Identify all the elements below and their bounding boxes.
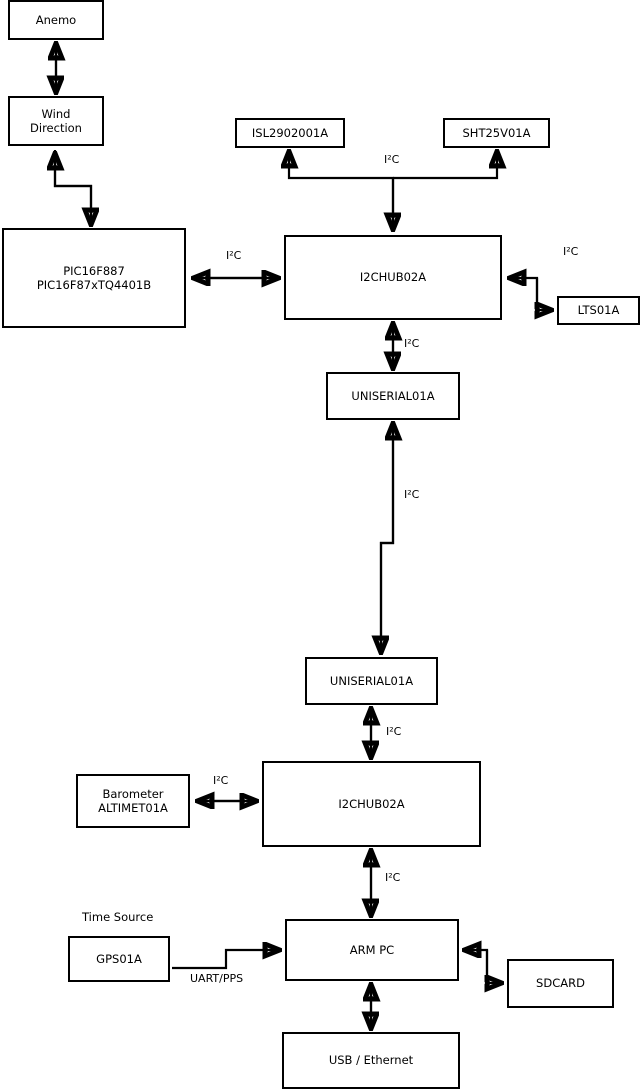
connector-hubtop-lts	[510, 278, 551, 310]
node-arm-pc-label: ARM PC	[349, 942, 395, 957]
node-arm-pc[interactable]: ARM PC	[285, 919, 459, 981]
edge-label-hub-sensors: I²C	[384, 153, 400, 166]
edge-label-barometer-hub2: I²C	[213, 774, 229, 787]
connector-gps-armpc	[172, 950, 279, 970]
node-uniserial01a-upper[interactable]: UNISERIAL01A	[326, 372, 460, 420]
connector-pic-wind	[55, 150, 91, 224]
node-wind-direction[interactable]: Wind Direction	[8, 96, 104, 146]
node-barometer-altimet01a-label: Barometer ALTIMET01A	[98, 786, 168, 815]
node-pic16f887[interactable]: PIC16F887 PIC16F87xTQ4401B	[2, 228, 186, 328]
node-anemo-label: Anemo	[35, 12, 77, 27]
node-uniserial01a-upper-label: UNISERIAL01A	[351, 388, 435, 403]
node-pic16f887-label: PIC16F887 PIC16F87xTQ4401B	[36, 263, 152, 292]
node-usb-ethernet-label: USB / Ethernet	[328, 1053, 414, 1068]
node-gps01a-label: GPS01A	[96, 951, 142, 966]
node-sdcard-label: SDCARD	[536, 976, 585, 991]
edge-label-hub-uniserial: I²C	[404, 337, 420, 350]
node-gps01a[interactable]: GPS01A	[68, 936, 170, 982]
edge-label-hub-lts: I²C	[563, 245, 579, 258]
node-i2chub02a-top-label: I2CHUB02A	[359, 270, 427, 285]
label-time-source: Time Source	[82, 910, 154, 924]
edge-label-gps-armpc: UART/PPS	[190, 972, 244, 985]
node-lts01a-label: LTS01A	[577, 303, 620, 318]
node-sdcard[interactable]: SDCARD	[507, 959, 614, 1008]
edge-label-hub2-armpc: I²C	[385, 871, 401, 884]
node-wind-direction-label: Wind Direction	[30, 106, 82, 135]
node-lts01a[interactable]: LTS01A	[557, 296, 640, 325]
node-i2chub02a-bottom[interactable]: I2CHUB02A	[262, 761, 481, 847]
connector-hubtop-sensors	[289, 152, 497, 229]
node-sht25v01a-label: SHT25V01A	[462, 125, 531, 140]
node-i2chub02a-bottom-label: I2CHUB02A	[338, 796, 405, 811]
node-sht25v01a[interactable]: SHT25V01A	[443, 118, 550, 148]
node-uniserial01a-lower[interactable]: UNISERIAL01A	[305, 657, 438, 705]
edge-label-uniserial2-hub2: I²C	[386, 725, 402, 738]
edge-label-uniserial-link: I²C	[404, 488, 420, 501]
node-uniserial01a-lower-label: UNISERIAL01A	[329, 673, 414, 688]
connector-armpc-sdcard	[465, 950, 501, 983]
edge-label-pic-hub: I²C	[226, 249, 242, 262]
node-isl2902001a-label: ISL2902001A	[251, 125, 329, 140]
node-anemo[interactable]: Anemo	[8, 0, 104, 40]
node-barometer-altimet01a[interactable]: Barometer ALTIMET01A	[76, 774, 190, 828]
node-i2chub02a-top[interactable]: I2CHUB02A	[284, 235, 502, 320]
connector-uniserial-link	[381, 424, 393, 652]
node-isl2902001a[interactable]: ISL2902001A	[235, 118, 345, 148]
node-usb-ethernet[interactable]: USB / Ethernet	[282, 1032, 460, 1089]
